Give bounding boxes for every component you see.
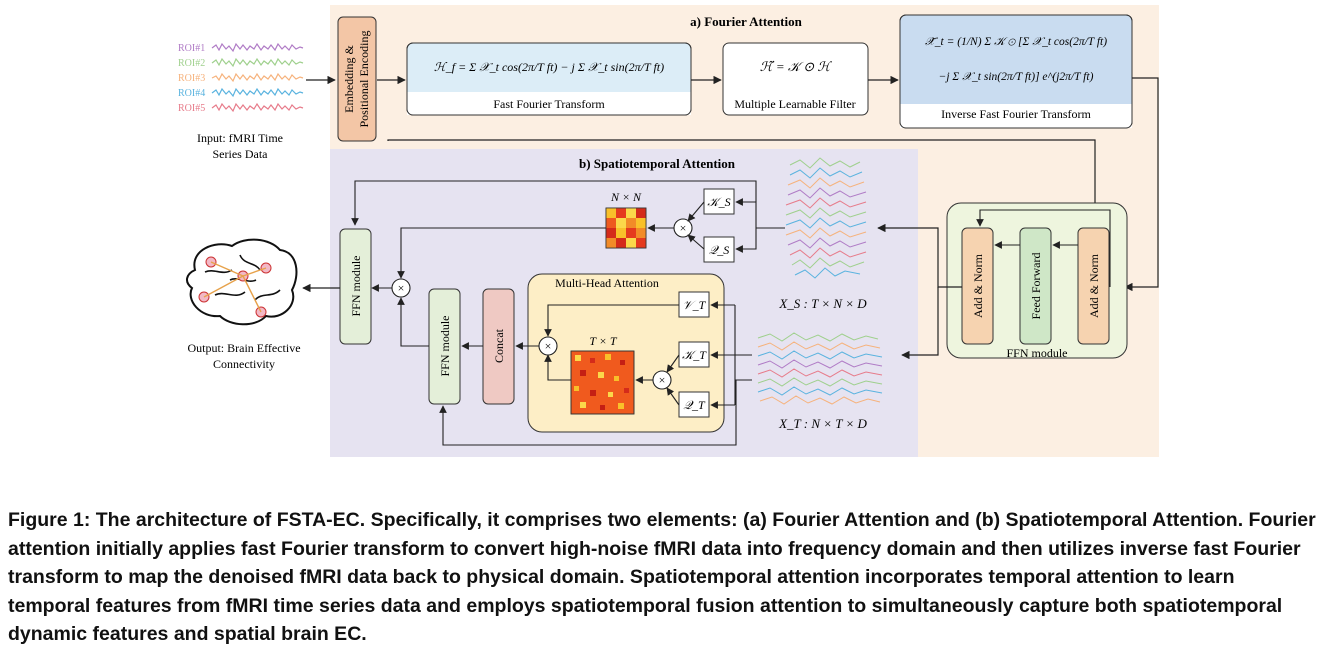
spatiotemporal-title: b) Spatiotemporal Attention [579, 156, 736, 171]
qt-label: 𝒬_T [683, 398, 706, 412]
roi-label: ROI#1 [178, 43, 205, 54]
fft-label: Fast Fourier Transform [493, 97, 605, 111]
svg-text:×: × [545, 339, 552, 353]
embedding-label: Positional Encoding [357, 31, 371, 128]
roi-signals: ROI#1 ROI#2 ROI#3 ROI#4 ROI#5 [178, 42, 304, 114]
fourier-title: a) Fourier Attention [690, 14, 802, 29]
add-norm-label: Add & Norm [971, 253, 985, 318]
ffn-module-label: FFN module [349, 255, 363, 316]
input-label: Series Data [213, 147, 269, 161]
fft-formula: ℋ_f = Σ 𝒳_t cos(2π/T ft) − j Σ 𝒳_t sin(2… [434, 60, 664, 74]
filter-box [722, 42, 869, 116]
feed-forward-label: Feed Forward [1029, 253, 1043, 320]
nxn-label: N × N [610, 190, 642, 204]
qs-label: 𝒬_S [709, 243, 730, 257]
txt-heatmap [570, 350, 635, 415]
ifft-label: Inverse Fast Fourier Transform [941, 107, 1091, 121]
roi-label: ROI#3 [178, 73, 205, 84]
qs-box [703, 236, 735, 263]
embedding-box [337, 16, 377, 142]
figure-caption: Figure 1: The architecture of FSTA-EC. S… [8, 509, 1316, 645]
roi-signal-2 [211, 57, 304, 68]
xt-label: X_T : N × T × D [778, 416, 867, 431]
svg-text:×: × [398, 281, 405, 295]
filter-label: Multiple Learnable Filter [734, 97, 855, 111]
add-norm-label: Add & Norm [1087, 253, 1101, 318]
xt-stacked-series [757, 332, 883, 405]
vt-label: 𝒱_T [683, 298, 707, 312]
feed-forward-box [1019, 227, 1052, 345]
svg-text:×: × [680, 221, 687, 235]
vt-box [678, 291, 710, 318]
filter-formula: ℋ̃ = 𝒦 ⊙ ℋ [760, 59, 833, 74]
ffn-module-spatial [339, 228, 372, 345]
ks-label: 𝒦_S [707, 195, 730, 209]
roi-label: ROI#4 [178, 88, 205, 99]
ks-box [703, 188, 735, 215]
roi-signal-5 [211, 102, 304, 113]
add-norm-box-1 [961, 227, 994, 345]
concat-label: Concat [492, 328, 506, 363]
output-label: Output: Brain Effective [187, 341, 300, 355]
add-norm-box-2 [1077, 227, 1110, 345]
xs-stacked-series [785, 157, 867, 279]
roi-label: ROI#5 [178, 103, 205, 114]
ffn-module-label: FFN module [438, 315, 452, 376]
ffn-block-label: FFN module [1006, 346, 1067, 360]
input-label: Input: fMRI Time [197, 131, 283, 145]
roi-signal-4 [211, 87, 304, 98]
brain-icon [186, 238, 298, 326]
roi-signal-1 [211, 42, 304, 53]
txt-label: T × T [589, 334, 618, 348]
ifft-formula: −j Σ 𝒳_t sin(2π/T ft)] e^(j2π/T ft) [939, 71, 1094, 83]
mha-label: Multi-Head Attention [555, 276, 659, 290]
roi-label: ROI#2 [178, 58, 205, 69]
ifft-formula: 𝒳̃_t = (1/N) Σ 𝒦 ⊙ [Σ 𝒳_t cos(2π/T ft) [925, 36, 1107, 48]
qt-box [678, 391, 710, 418]
nxn-heatmap [605, 207, 647, 249]
roi-signal-3 [211, 72, 304, 83]
architecture-diagram: ROI#1 ROI#2 ROI#3 ROI#4 ROI#5 Input: fMR… [178, 5, 1159, 457]
output-label: Connectivity [213, 357, 275, 371]
xs-label: X_S : T × N × D [778, 296, 867, 311]
embedding-label: Embedding & [342, 45, 356, 113]
kt-box [678, 341, 710, 368]
svg-text:×: × [659, 373, 666, 387]
kt-label: 𝒦_T [682, 348, 707, 362]
